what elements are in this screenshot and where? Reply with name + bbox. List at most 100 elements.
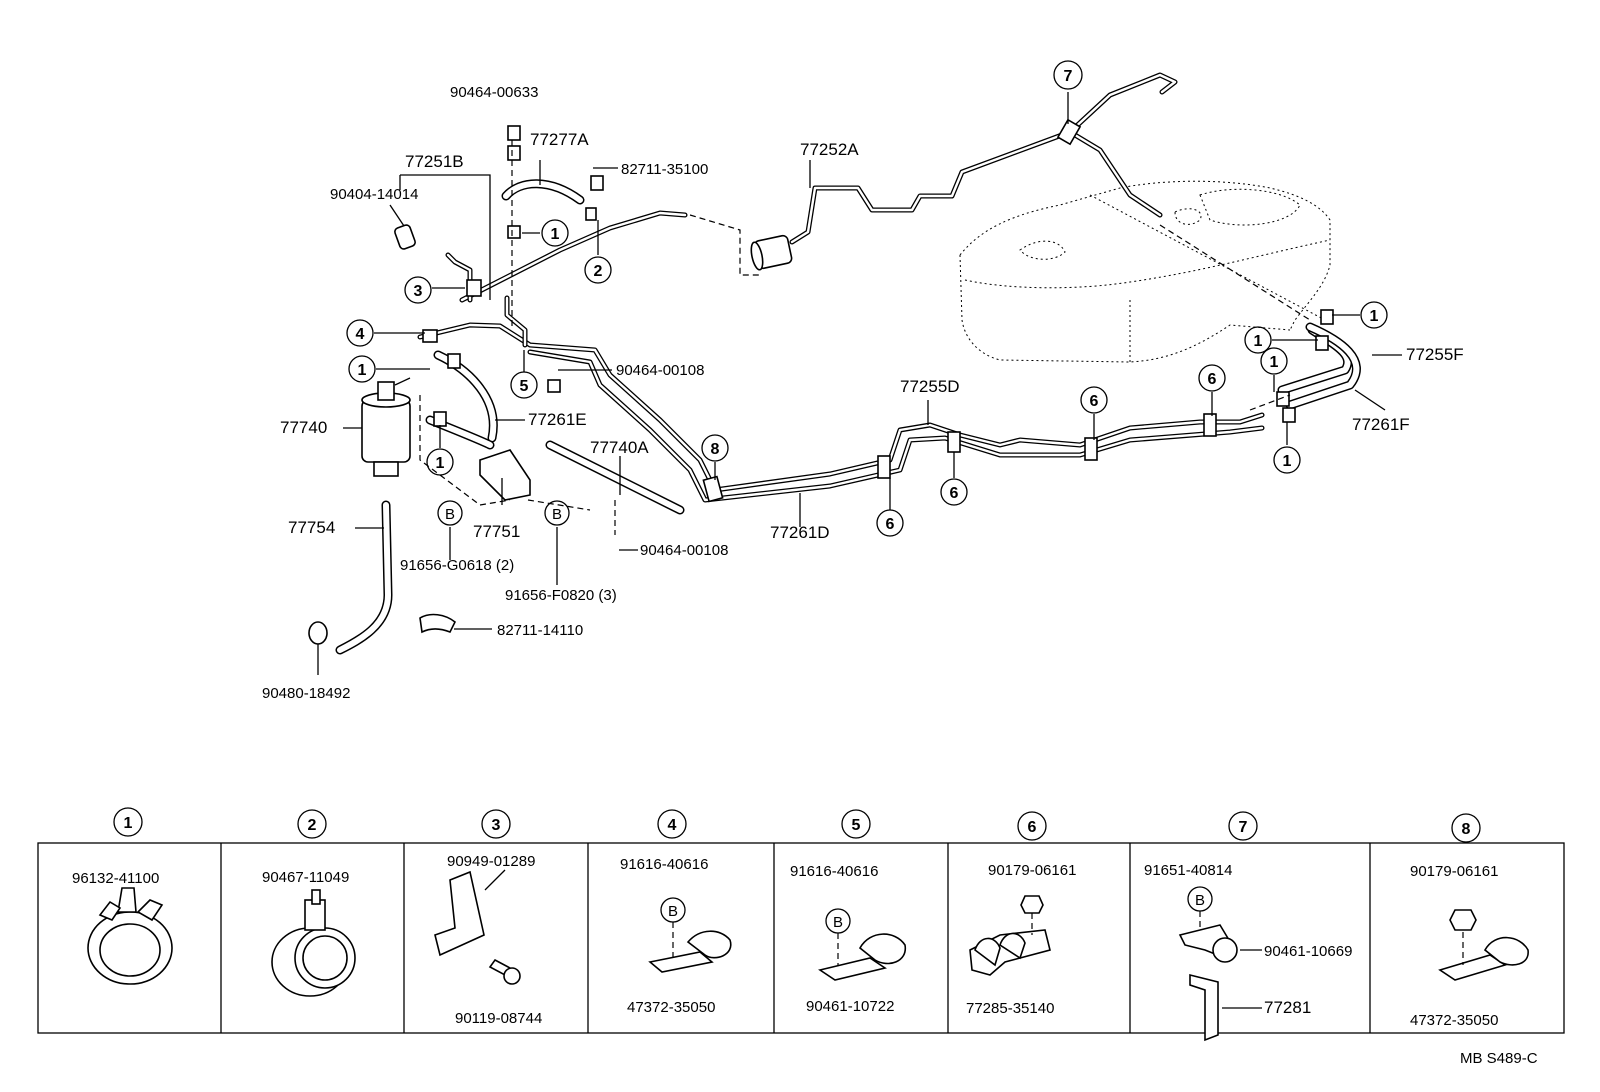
callout-8: 8 bbox=[701, 434, 729, 462]
drawing-reference: MB S489-C bbox=[1460, 1050, 1538, 1067]
svg-text:5: 5 bbox=[520, 378, 529, 395]
bolt-b-icon: B bbox=[660, 897, 686, 923]
label-77751: 77751 bbox=[473, 522, 520, 541]
svg-text:7: 7 bbox=[1239, 819, 1248, 836]
label-77277A: 77277A bbox=[530, 130, 589, 149]
bolt-b-a: B bbox=[437, 500, 463, 526]
label-77255F: 77255F bbox=[1406, 345, 1464, 364]
label-90404-14014: 90404-14014 bbox=[330, 186, 418, 203]
svg-text:6: 6 bbox=[1090, 393, 1099, 410]
svg-text:6: 6 bbox=[1208, 371, 1217, 388]
legend-6-part-a: 90179-06161 bbox=[988, 862, 1076, 879]
band-clamp-icon bbox=[271, 889, 356, 997]
label-82711-35100: 82711-35100 bbox=[621, 161, 708, 178]
svg-text:4: 4 bbox=[356, 326, 365, 343]
legend-5-part-b: 90461-10722 bbox=[806, 998, 894, 1015]
legend-callout-2: 2 bbox=[297, 809, 327, 839]
label-77255D: 77255D bbox=[900, 377, 960, 396]
svg-text:6: 6 bbox=[1028, 819, 1037, 836]
svg-text:1: 1 bbox=[124, 815, 133, 832]
nut-icon bbox=[1020, 895, 1044, 914]
legend-callout-5: 5 bbox=[841, 809, 871, 839]
bolt-b-icon: B bbox=[825, 908, 851, 934]
svg-text:2: 2 bbox=[594, 263, 603, 280]
svg-text:B: B bbox=[833, 914, 843, 931]
callout-7-top: 7 bbox=[1053, 60, 1083, 90]
callout-1-b: 1 bbox=[348, 355, 376, 383]
label-90464-00108-b: 90464-00108 bbox=[640, 542, 728, 559]
svg-text:1: 1 bbox=[436, 455, 445, 472]
legend-8-part-a: 90179-06161 bbox=[1410, 863, 1498, 880]
fuel-hoses bbox=[335, 179, 1361, 655]
label-90480-18492: 90480-18492 bbox=[262, 685, 350, 702]
label-77740: 77740 bbox=[280, 418, 327, 437]
label-82711-14110: 82711-14110 bbox=[497, 622, 583, 639]
svg-text:1: 1 bbox=[551, 226, 560, 243]
legend-6-part-b: 77285-35140 bbox=[966, 1000, 1054, 1017]
dashed-connectors bbox=[419, 140, 1311, 535]
legend-7-part-c: 77281 bbox=[1264, 998, 1311, 1017]
legend-7-part-a: 91651-40814 bbox=[1144, 862, 1232, 879]
clip-icon-8 bbox=[1438, 932, 1529, 981]
bracket-icon bbox=[434, 869, 521, 985]
legend-3-part-a: 90949-01289 bbox=[447, 853, 535, 870]
clip-icon-5 bbox=[818, 933, 906, 981]
callout-6-c: 6 bbox=[1080, 386, 1108, 414]
svg-text:B: B bbox=[668, 903, 678, 920]
svg-text:5: 5 bbox=[852, 817, 861, 834]
callout-1-c: 1 bbox=[426, 448, 454, 476]
legend-callout-6: 6 bbox=[1017, 811, 1047, 841]
callout-1-f: 1 bbox=[1260, 347, 1288, 375]
svg-text:1: 1 bbox=[1270, 354, 1279, 371]
callout-5: 5 bbox=[510, 371, 538, 399]
legend-callout-4: 4 bbox=[657, 809, 687, 839]
label-77740A: 77740A bbox=[590, 438, 649, 457]
callout-6-a: 6 bbox=[876, 509, 904, 537]
bolt-b-b: B bbox=[544, 500, 570, 526]
callout-1-e: 1 bbox=[1244, 326, 1272, 354]
label-77261F: 77261F bbox=[1352, 415, 1410, 434]
legend-callout-7: 7 bbox=[1228, 811, 1258, 841]
svg-text:1: 1 bbox=[1370, 308, 1379, 325]
svg-text:1: 1 bbox=[1254, 333, 1263, 350]
svg-text:7: 7 bbox=[1064, 68, 1073, 85]
svg-text:8: 8 bbox=[1462, 821, 1471, 838]
clamp-icon-6 bbox=[969, 913, 1051, 976]
svg-text:B: B bbox=[445, 506, 455, 523]
svg-text:4: 4 bbox=[668, 817, 677, 834]
label-77754: 77754 bbox=[288, 518, 335, 537]
svg-text:2: 2 bbox=[308, 817, 317, 834]
svg-text:3: 3 bbox=[492, 817, 501, 834]
legend-4-part-a: 91616-40616 bbox=[620, 856, 708, 873]
label-77261E: 77261E bbox=[528, 410, 587, 429]
svg-text:8: 8 bbox=[711, 441, 720, 458]
small-parts bbox=[308, 118, 1334, 645]
diagram-callouts: 7 1 2 3 4 1 5 1 8 6 6 6 6 1 1 1 1 B B bbox=[346, 60, 1388, 537]
clamp-icon bbox=[87, 887, 173, 985]
callout-6-d: 6 bbox=[1198, 364, 1226, 392]
svg-text:1: 1 bbox=[358, 362, 367, 379]
callout-4: 4 bbox=[346, 319, 374, 347]
clip-icon-4 bbox=[648, 922, 732, 973]
legend-1-part: 96132-41100 bbox=[72, 870, 159, 887]
legend-callout-1: 1 bbox=[113, 807, 143, 837]
fuel-tank bbox=[959, 180, 1331, 363]
part-labels: 90464-00633 77277A 77251B 82711-35100 90… bbox=[262, 84, 1464, 702]
legend-3-part-b: 90119-08744 bbox=[455, 1010, 542, 1027]
label-91656-F0820: 91656-F0820 (3) bbox=[505, 587, 617, 604]
callout-1-a: 1 bbox=[541, 219, 569, 247]
label-77251B: 77251B bbox=[405, 152, 464, 171]
callout-1-g: 1 bbox=[1273, 446, 1301, 474]
callout-6-b: 6 bbox=[940, 478, 968, 506]
leader-lines bbox=[317, 92, 1402, 675]
svg-text:6: 6 bbox=[886, 516, 895, 533]
label-77261D: 77261D bbox=[770, 523, 830, 542]
svg-text:B: B bbox=[552, 506, 562, 523]
nut-icon bbox=[1449, 909, 1477, 931]
label-90464-00108-a: 90464-00108 bbox=[616, 362, 704, 379]
svg-text:1: 1 bbox=[1283, 453, 1292, 470]
legend-7-part-b: 90461-10669 bbox=[1264, 943, 1352, 960]
legend-table: 1 2 3 4 5 6 7 8 96132-41100 90467-11049 … bbox=[37, 807, 1565, 1042]
legend-callout-3: 3 bbox=[481, 809, 511, 839]
